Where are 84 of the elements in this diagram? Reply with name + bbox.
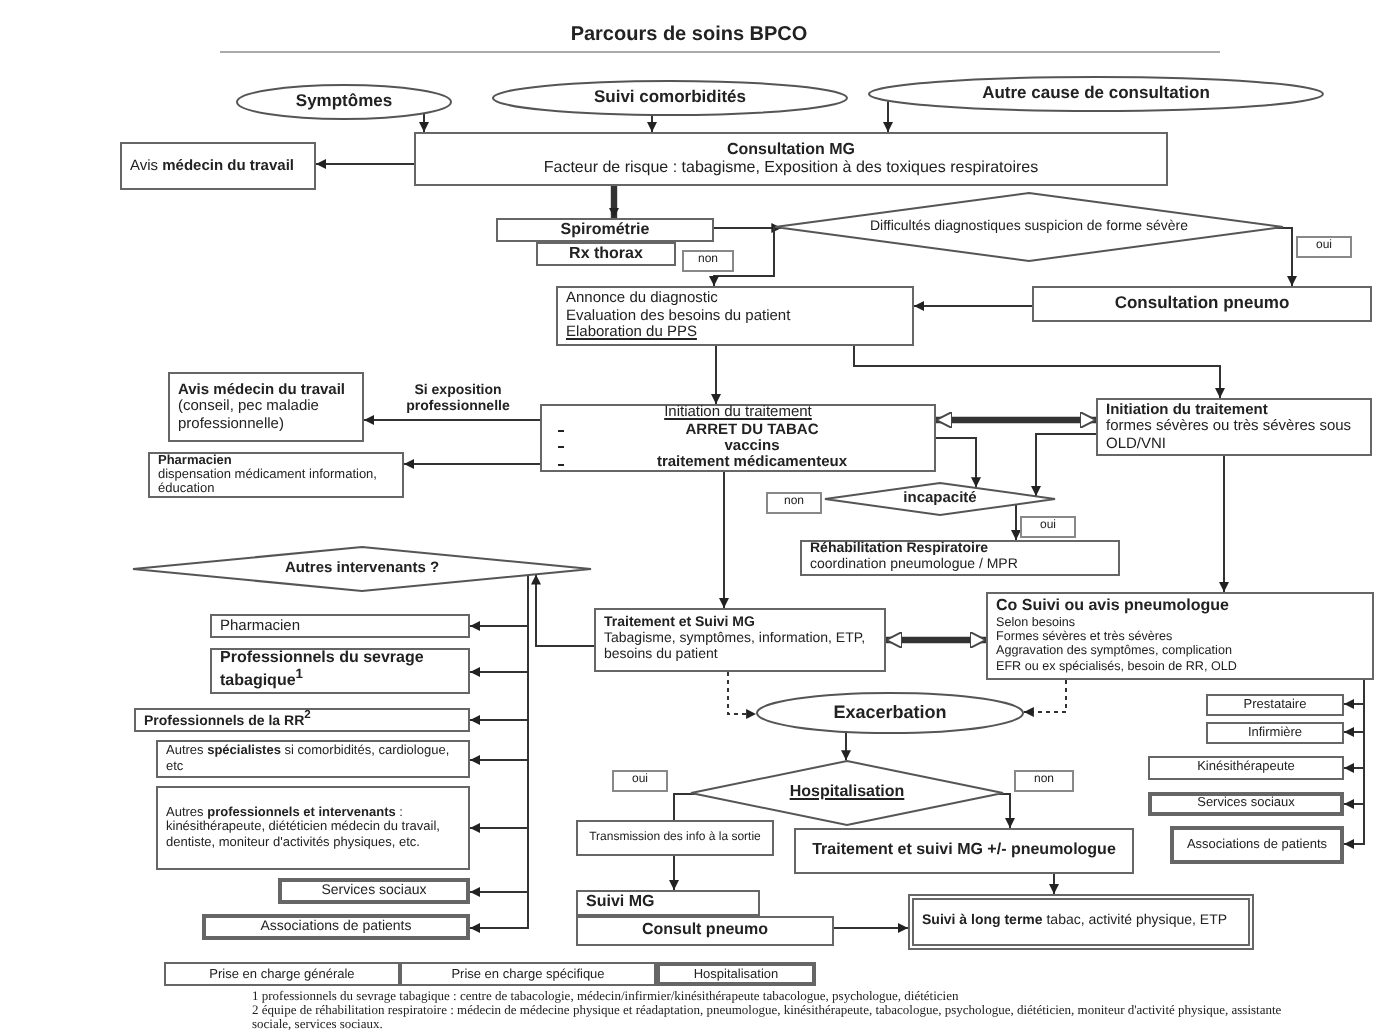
process-box [1206, 694, 1344, 716]
box-title: Traitement et suivi MG +/- pneumologue [810, 842, 1118, 860]
process-box [576, 916, 834, 946]
decision-diamond [774, 192, 1284, 262]
box-text: Facteur de risque : tabagisme, Exposition à des toxiques respiratoires [541, 159, 1041, 177]
box-title: Consultation MG [725, 141, 857, 159]
arrow [727, 671, 758, 719]
arrow [647, 114, 657, 133]
process-box [536, 242, 676, 266]
arrow [719, 471, 729, 609]
arrow [315, 159, 415, 169]
arrow [363, 415, 541, 425]
box-title: Co Suivi ou avis pneumologue [996, 598, 1231, 617]
process-box [576, 890, 760, 916]
arrow [883, 100, 893, 133]
process-box [800, 540, 1120, 576]
diagram-title: Parcours de soins BPCO [568, 24, 810, 46]
process-box [556, 286, 914, 346]
process-box [156, 786, 470, 870]
node-label: Autre cause de consultation [982, 84, 1210, 104]
start-oval [756, 692, 1024, 734]
arrow [935, 437, 981, 489]
arrow [998, 793, 1015, 829]
arrow [403, 459, 541, 469]
arrow [1022, 679, 1067, 717]
arrow [669, 855, 679, 891]
arrow [419, 113, 429, 133]
process-box [794, 828, 1134, 874]
process-box [908, 894, 1254, 950]
box-title: Consultation pneumo [1112, 294, 1292, 314]
arrow [1275, 227, 1297, 287]
process-box [156, 740, 470, 778]
process-box [414, 132, 1168, 186]
process-box [210, 614, 470, 638]
process-box [278, 878, 470, 904]
arrow [935, 411, 1097, 429]
process-box [1148, 756, 1344, 780]
arrow [1031, 433, 1097, 498]
node-label: Exacerbation [833, 702, 947, 724]
process-box [120, 142, 316, 190]
arrow [885, 631, 987, 649]
box-title: Rx thorax [567, 245, 645, 263]
arrow [609, 186, 619, 218]
arrow [1049, 873, 1059, 895]
decision-diamond [132, 546, 592, 592]
process-box [134, 708, 470, 732]
node-label: Symptômes [295, 92, 393, 112]
arrow [531, 573, 595, 647]
process-box [594, 608, 886, 672]
process-box [540, 404, 936, 472]
box-title: Professionnels du sevrage tabagique$^{1}$ [220, 650, 426, 692]
node-label: Hospitalisation [789, 784, 905, 802]
process-box [1148, 792, 1344, 816]
process-box [986, 592, 1374, 680]
process-box [576, 820, 774, 856]
arrow [853, 345, 1225, 399]
start-oval [236, 84, 452, 120]
arrow [1011, 503, 1021, 541]
process-box [1096, 398, 1372, 456]
start-oval [492, 80, 848, 116]
process-box [202, 914, 470, 940]
box-title: Suivi MG [586, 894, 657, 912]
decision-diamond [824, 482, 1056, 516]
arrow [713, 223, 783, 233]
decision-diamond [690, 760, 1004, 826]
arrow [833, 923, 909, 933]
box-title: Consult pneumo [639, 922, 771, 940]
process-box [1170, 826, 1344, 864]
process-box [1206, 722, 1344, 744]
process-box [1032, 286, 1372, 322]
process-box [148, 452, 404, 498]
arrow [841, 731, 851, 762]
node-label: Suivi comorbidités [593, 88, 747, 108]
arrow [709, 226, 775, 287]
arrow [711, 345, 721, 405]
arrow [913, 301, 1033, 311]
start-oval [868, 76, 1324, 112]
arrow [1343, 679, 1365, 849]
connector-line [673, 793, 696, 821]
process-box [168, 372, 364, 442]
box-title: Spirométrie [558, 221, 652, 239]
arrow [1219, 455, 1229, 593]
process-box [210, 648, 470, 694]
process-box [496, 218, 714, 242]
